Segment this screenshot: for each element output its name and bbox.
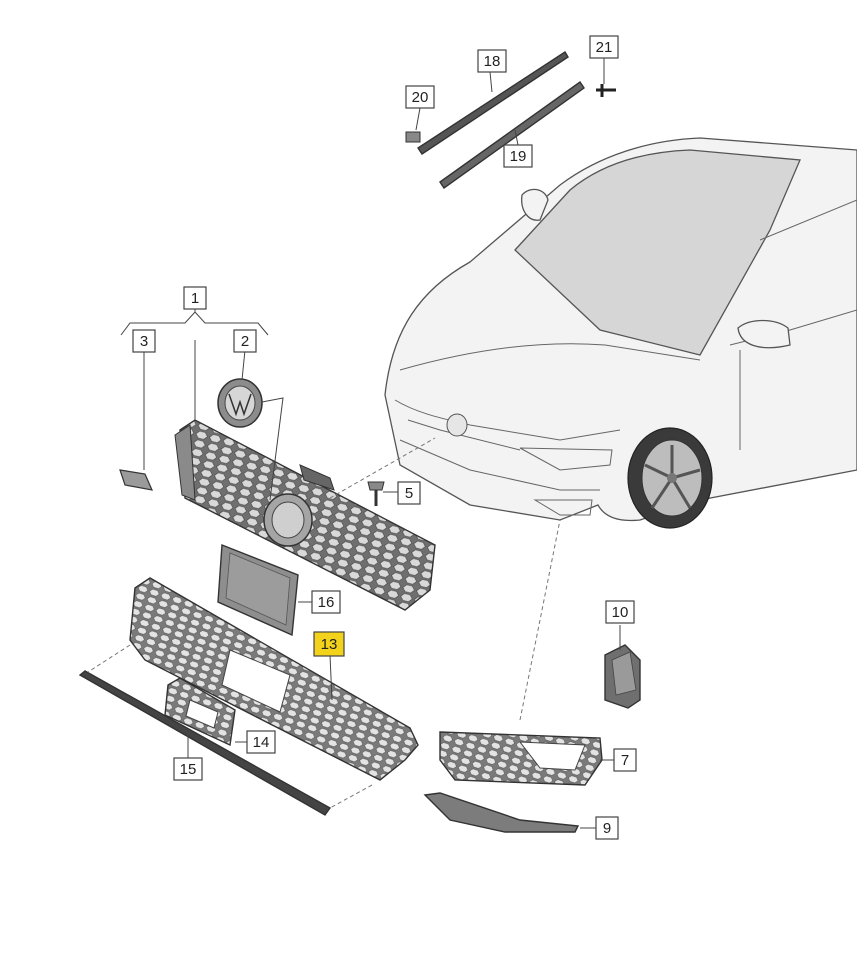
screw-part bbox=[367, 481, 385, 506]
callout-1[interactable]: 1 bbox=[183, 286, 207, 310]
callout-19[interactable]: 19 bbox=[503, 144, 533, 168]
license-plate-bracket bbox=[217, 543, 299, 637]
svg-text:16: 16 bbox=[318, 594, 335, 611]
callout-7[interactable]: 7 bbox=[613, 748, 637, 772]
svg-text:10: 10 bbox=[612, 604, 629, 621]
svg-text:9: 9 bbox=[603, 820, 611, 837]
svg-text:3: 3 bbox=[140, 333, 148, 350]
svg-text:1: 1 bbox=[191, 290, 199, 307]
bracket-part bbox=[604, 644, 641, 709]
callout-21[interactable]: 21 bbox=[589, 35, 619, 59]
callout-9[interactable]: 9 bbox=[595, 816, 619, 840]
roof-trim-parts bbox=[405, 51, 616, 189]
svg-text:15: 15 bbox=[180, 761, 197, 778]
svg-text:18: 18 bbox=[484, 53, 501, 70]
callout-15[interactable]: 15 bbox=[173, 757, 203, 781]
emblem-part bbox=[217, 378, 263, 428]
svg-text:19: 19 bbox=[510, 148, 527, 165]
callout-10[interactable]: 10 bbox=[605, 600, 635, 624]
upper-grille bbox=[174, 419, 436, 611]
trim-strip bbox=[78, 670, 332, 816]
svg-text:7: 7 bbox=[621, 752, 629, 769]
callout-14[interactable]: 14 bbox=[246, 730, 276, 754]
svg-text:13: 13 bbox=[321, 636, 338, 653]
car-illustration bbox=[384, 137, 857, 529]
callout-20[interactable]: 20 bbox=[405, 85, 435, 109]
callout-18[interactable]: 18 bbox=[477, 49, 507, 73]
lower-grille bbox=[129, 577, 419, 781]
clip-part bbox=[119, 469, 154, 491]
svg-text:5: 5 bbox=[405, 485, 413, 502]
grille-insert bbox=[164, 677, 236, 747]
fog-light-grille bbox=[439, 731, 603, 786]
svg-text:2: 2 bbox=[241, 333, 249, 350]
callout-5[interactable]: 5 bbox=[397, 481, 421, 505]
callout-13[interactable]: 13 bbox=[313, 631, 345, 657]
callout-13-highlight bbox=[313, 631, 345, 657]
svg-text:21: 21 bbox=[596, 39, 613, 56]
callout-3[interactable]: 3 bbox=[132, 329, 156, 353]
callout-2[interactable]: 2 bbox=[233, 329, 257, 353]
svg-text:14: 14 bbox=[253, 734, 270, 751]
svg-text:20: 20 bbox=[412, 89, 429, 106]
leader-lines bbox=[87, 58, 621, 829]
callout-labels: 1 2 3 5 7 9 10 13 bbox=[132, 35, 637, 840]
fog-trim-strip bbox=[423, 792, 580, 833]
callout-16[interactable]: 16 bbox=[311, 590, 341, 614]
